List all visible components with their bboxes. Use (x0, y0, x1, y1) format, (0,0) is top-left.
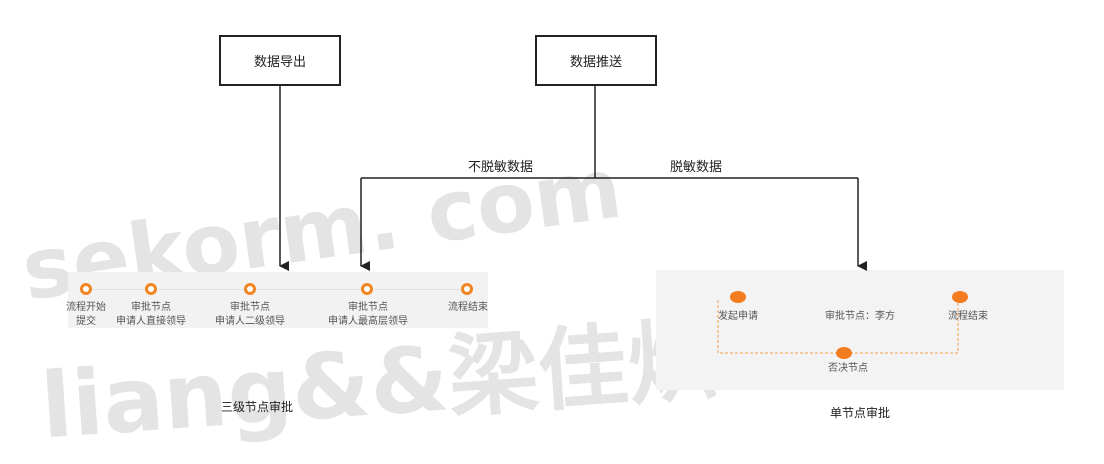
single-label-reject: 否决节点 (828, 363, 868, 374)
branch-label-unmasked: 不脱敏数据 (468, 160, 534, 175)
flow-end-node (461, 283, 473, 295)
approval-node-3 (361, 283, 373, 295)
single-label-end: 流程结束 (948, 311, 988, 322)
single-label-approval: 审批节点：李方 (825, 311, 895, 322)
step-label-approval-3: 审批节点 申请人最高层领导 (328, 302, 408, 327)
three-level-caption: 三级节点审批 (220, 400, 293, 414)
single-label-start: 发起申请 (718, 311, 758, 322)
step-label-approval-2: 审批节点 申请人二级领导 (215, 302, 285, 327)
data-push-box: 数据推送 (535, 35, 657, 86)
approval-node-2 (244, 283, 256, 295)
single-node-flow-panel (656, 270, 1064, 390)
three-level-track (86, 289, 468, 290)
flow-start-node (80, 283, 92, 295)
reject-loop (717, 300, 959, 354)
branch-label-masked: 脱敏数据 (670, 160, 723, 175)
single-node-caption: 单节点审批 (829, 406, 890, 420)
single-reject-node (836, 347, 852, 359)
single-start-node (730, 291, 746, 303)
step-label-start: 流程开始 提交 (66, 302, 106, 327)
single-end-node (952, 291, 968, 303)
approval-node-1 (145, 283, 157, 295)
step-label-approval-1: 审批节点 申请人直接领导 (116, 302, 186, 327)
step-label-end: 流程结束 (448, 302, 488, 313)
three-level-flow-panel (68, 272, 488, 328)
data-export-box: 数据导出 (219, 35, 341, 86)
